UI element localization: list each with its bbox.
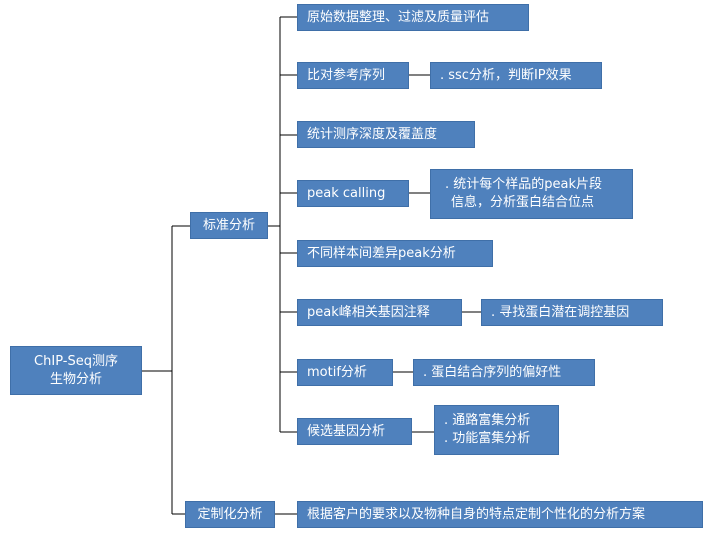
custom-analysis-note: 根据客户的要求以及物种自身的特点定制个性化的分析方案 [297, 501, 703, 528]
step-note-6: . 寻找蛋白潜在调控基因 [481, 299, 663, 326]
step-node-5: 不同样本间差异peak分析 [297, 240, 493, 267]
step-node-7: motif分析 [297, 359, 393, 386]
root-node: ChIP-Seq测序 生物分析 [10, 346, 142, 395]
step-note-4-line1: . 统计每个样品的peak片段 [445, 177, 603, 192]
step-node-2: 比对参考序列 [297, 62, 409, 89]
step-label-2: 比对参考序列 [307, 67, 386, 83]
step-label-4: peak calling [307, 185, 386, 201]
step-node-8: 候选基因分析 [297, 418, 412, 445]
standard-analysis-node: 标准分析 [190, 212, 268, 239]
standard-analysis-label: 标准分析 [202, 217, 255, 233]
step-note-8: . 通路富集分析 . 功能富集分析 [434, 405, 559, 455]
step-node-6: peak峰相关基因注释 [297, 299, 462, 326]
custom-analysis-note-text: 根据客户的要求以及物种自身的特点定制个性化的分析方案 [307, 506, 646, 522]
step-note-text-6: . 寻找蛋白潜在调控基因 [491, 304, 630, 320]
step-label-8: 候选基因分析 [307, 423, 386, 439]
root-title-line2: 生物分析 [49, 371, 102, 387]
step-note-4: . 统计每个样品的peak片段 信息，分析蛋白结合位点 [430, 169, 633, 219]
step-node-1: 原始数据整理、过滤及质量评估 [297, 4, 529, 31]
step-label-6: peak峰相关基因注释 [307, 304, 430, 320]
step-note-8-line2: . 功能富集分析 [444, 431, 531, 446]
step-note-8-line1: . 通路富集分析 [444, 413, 531, 428]
step-note-text-2: . ssc分析，判断IP效果 [440, 67, 572, 83]
step-note-2: . ssc分析，判断IP效果 [430, 62, 602, 89]
step-node-4: peak calling [297, 180, 409, 207]
step-label-1: 原始数据整理、过滤及质量评估 [307, 9, 490, 25]
custom-analysis-label: 定制化分析 [197, 506, 263, 522]
step-note-text-7: . 蛋白结合序列的偏好性 [423, 364, 562, 380]
custom-analysis-node: 定制化分析 [185, 501, 275, 528]
step-note-4-line2: 信息，分析蛋白结合位点 [451, 195, 595, 210]
step-label-7: motif分析 [307, 364, 367, 380]
step-node-3: 统计测序深度及覆盖度 [297, 121, 475, 148]
step-note-7: . 蛋白结合序列的偏好性 [413, 359, 595, 386]
root-title-line1: ChIP-Seq测序 [34, 353, 118, 369]
step-label-3: 统计测序深度及覆盖度 [307, 126, 438, 142]
step-label-5: 不同样本间差异peak分析 [307, 245, 456, 261]
